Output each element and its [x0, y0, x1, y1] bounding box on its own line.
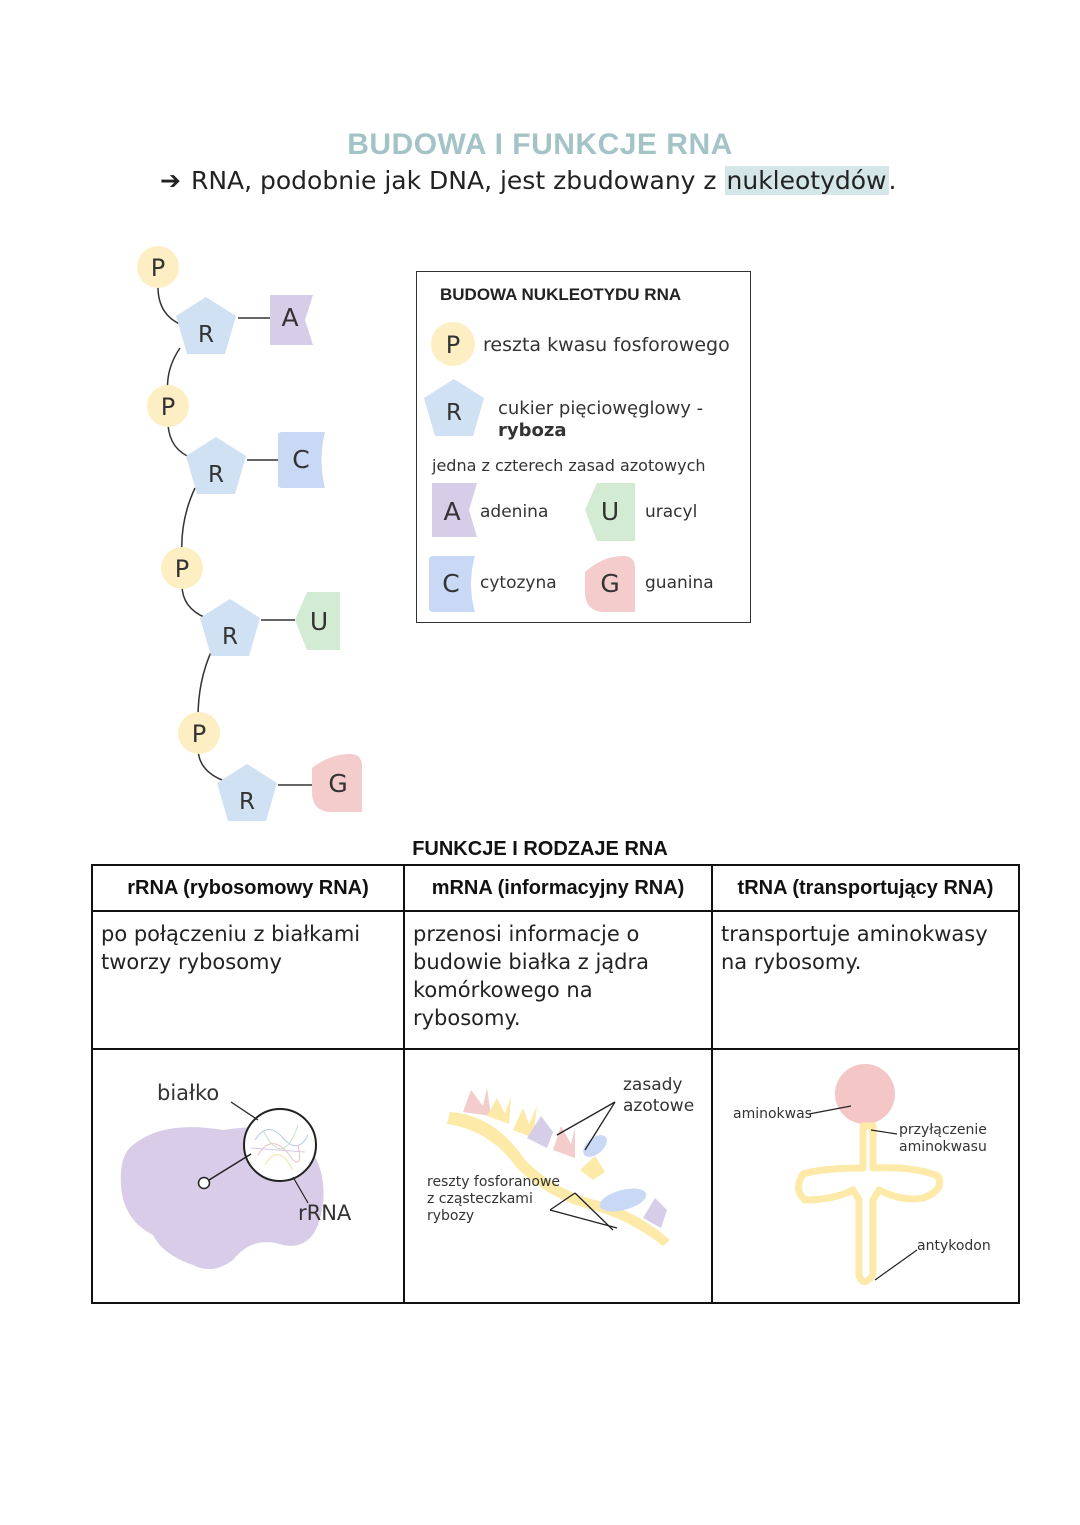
legend-uracil-icon	[585, 483, 635, 541]
base-cytosine-label: C	[292, 445, 309, 474]
legend-adenine-name: adenina	[480, 502, 549, 522]
mrna-backbone-label-line2: z cząsteczkami	[427, 1191, 533, 1207]
header-rrna: rRNA (rybosomowy RNA)	[91, 864, 405, 912]
table-header-row: rRNA (rybosomowy RNA) mRNA (informacyjny…	[91, 864, 1020, 912]
phosphate-group: P P P P	[137, 246, 220, 754]
phosphate-label: P	[151, 254, 165, 282]
protein-label-line	[230, 1101, 259, 1121]
nucleotide-legend-box	[416, 271, 751, 623]
base-adenine-label: A	[281, 303, 298, 332]
mrna-backbone-shape	[447, 1112, 670, 1246]
trna-body-shape	[795, 1122, 944, 1285]
mrna-illustration: zasady azotowe reszty fosforanowe z cząs…	[427, 1075, 694, 1246]
legend-bases-caption: jedna z czterech zasad azotowych	[432, 456, 706, 475]
legend-phosphate-symbol: P	[446, 331, 460, 359]
illustration-cell-mrna: zasady azotowe reszty fosforanowe z cząs…	[403, 1048, 713, 1304]
legend-symbols: P R A U C G	[424, 322, 635, 612]
table-row-descriptions: po połączeniu z białkami tworzy rybosomy…	[91, 910, 1020, 1050]
rrna-pointer-line	[208, 1153, 252, 1181]
legend-adenine-symbol: A	[443, 497, 460, 526]
legend-guanine-symbol: G	[600, 569, 619, 598]
ribose-group: R R R R	[176, 297, 277, 821]
rrna-label-line	[292, 1176, 309, 1204]
protein-label: białko	[157, 1081, 219, 1105]
amino-acid-label-line	[808, 1105, 852, 1115]
legend-title: BUDOWA NUKLEOTYDU RNA	[440, 285, 682, 304]
header-trna: tRNA (transportujący RNA)	[711, 864, 1020, 912]
legend-cytosine-symbol: C	[442, 569, 459, 598]
base-group: A C U G	[270, 295, 362, 812]
intro-text: RNA, podobnie jak DNA, jest zbudowany z	[190, 166, 725, 195]
legend-cytosine-name: cytozyna	[480, 573, 557, 593]
rrna-label: rRNA	[298, 1201, 352, 1225]
page-title: BUDOWA I FUNKCJE RNA	[347, 128, 733, 161]
trna-illustration: aminokwas przyłączenie aminokwasu antyko…	[733, 1064, 991, 1285]
base-uracil-label: U	[310, 607, 328, 636]
anticodon-label-line	[874, 1249, 918, 1281]
description-mrna: przenosi informacje o budowie białka z j…	[403, 910, 713, 1050]
amino-acid-ball	[835, 1064, 895, 1124]
base-guanine-label: G	[328, 769, 347, 798]
mrna-bases-icon	[463, 1088, 667, 1228]
legend-adenine-icon	[432, 483, 477, 537]
mrna-label-lines	[549, 1101, 618, 1231]
mrna-bases-label-line1: zasady	[623, 1075, 682, 1095]
ribose-label: R	[239, 789, 255, 815]
rna-functions-table: rRNA (rybosomowy RNA) mRNA (informacyjny…	[91, 864, 1020, 1304]
description-trna: transportuje aminokwasy na rybosomy.	[711, 910, 1020, 1050]
legend-ribose-label-line2: ryboza	[498, 420, 567, 441]
ribose-label: R	[198, 322, 214, 348]
table-row-illustrations: białko rRNA	[91, 1048, 1020, 1304]
rrna-magnifier-icon	[243, 1108, 317, 1182]
legend-ribose-symbol: R	[446, 400, 462, 426]
anticodon-label: antykodon	[917, 1238, 991, 1254]
ribosome-illustration: białko rRNA	[120, 1081, 352, 1269]
description-rrna: po połączeniu z białkami tworzy rybosomy	[91, 910, 405, 1050]
legend-uracil-symbol: U	[601, 497, 619, 526]
legend-ribose-icon	[424, 379, 484, 436]
header-mrna: mRNA (informacyjny RNA)	[403, 864, 713, 912]
legend-phosphate-label: reszta kwasu fosforowego	[483, 334, 730, 356]
phosphate-label: P	[192, 720, 206, 748]
mrna-bases-label-line2: azotowe	[623, 1096, 694, 1116]
ribose-label: R	[222, 624, 238, 650]
chain-bonds	[157, 286, 312, 786]
ribose-label: R	[208, 462, 224, 488]
mrna-backbone-label-line1: reszty fosforanowe	[427, 1174, 560, 1190]
phosphate-label: P	[175, 555, 189, 583]
rrna-pointer-dot-icon	[197, 1176, 211, 1190]
illustration-cell-rrna: białko rRNA	[91, 1048, 405, 1304]
attach-label-line1: przyłączenie	[899, 1122, 987, 1138]
legend-ribose-label-line1: cukier pięciowęglowy -	[498, 398, 704, 419]
legend-uracil-name: uracyl	[645, 502, 698, 522]
legend-guanine-icon	[585, 556, 635, 612]
amino-acid-label: aminokwas	[733, 1106, 812, 1122]
intro-sentence: ➔ RNA, podobnie jak DNA, jest zbudowany z…	[160, 166, 896, 195]
intro-highlight: nukleotydów	[724, 166, 889, 195]
phosphate-label: P	[161, 393, 175, 421]
functions-title: FUNKCJE I RODZAJE RNA	[412, 838, 668, 860]
legend-cytosine-icon	[429, 556, 475, 612]
illustration-cell-trna: aminokwas przyłączenie aminokwasu antyko…	[711, 1048, 1020, 1304]
legend-phosphate-icon	[431, 322, 475, 366]
legend-guanine-name: guanina	[645, 573, 714, 593]
rrna-strands-icon	[250, 1124, 309, 1171]
rna-chain-diagram: P P P P R R R R A C U G	[137, 246, 362, 821]
attach-label-line2: aminokwasu	[899, 1139, 987, 1155]
attach-label-line	[870, 1129, 898, 1135]
arrow-icon: ➔	[160, 166, 181, 195]
mrna-backbone-label-line3: rybozy	[427, 1208, 474, 1224]
intro-end: .	[888, 166, 897, 195]
